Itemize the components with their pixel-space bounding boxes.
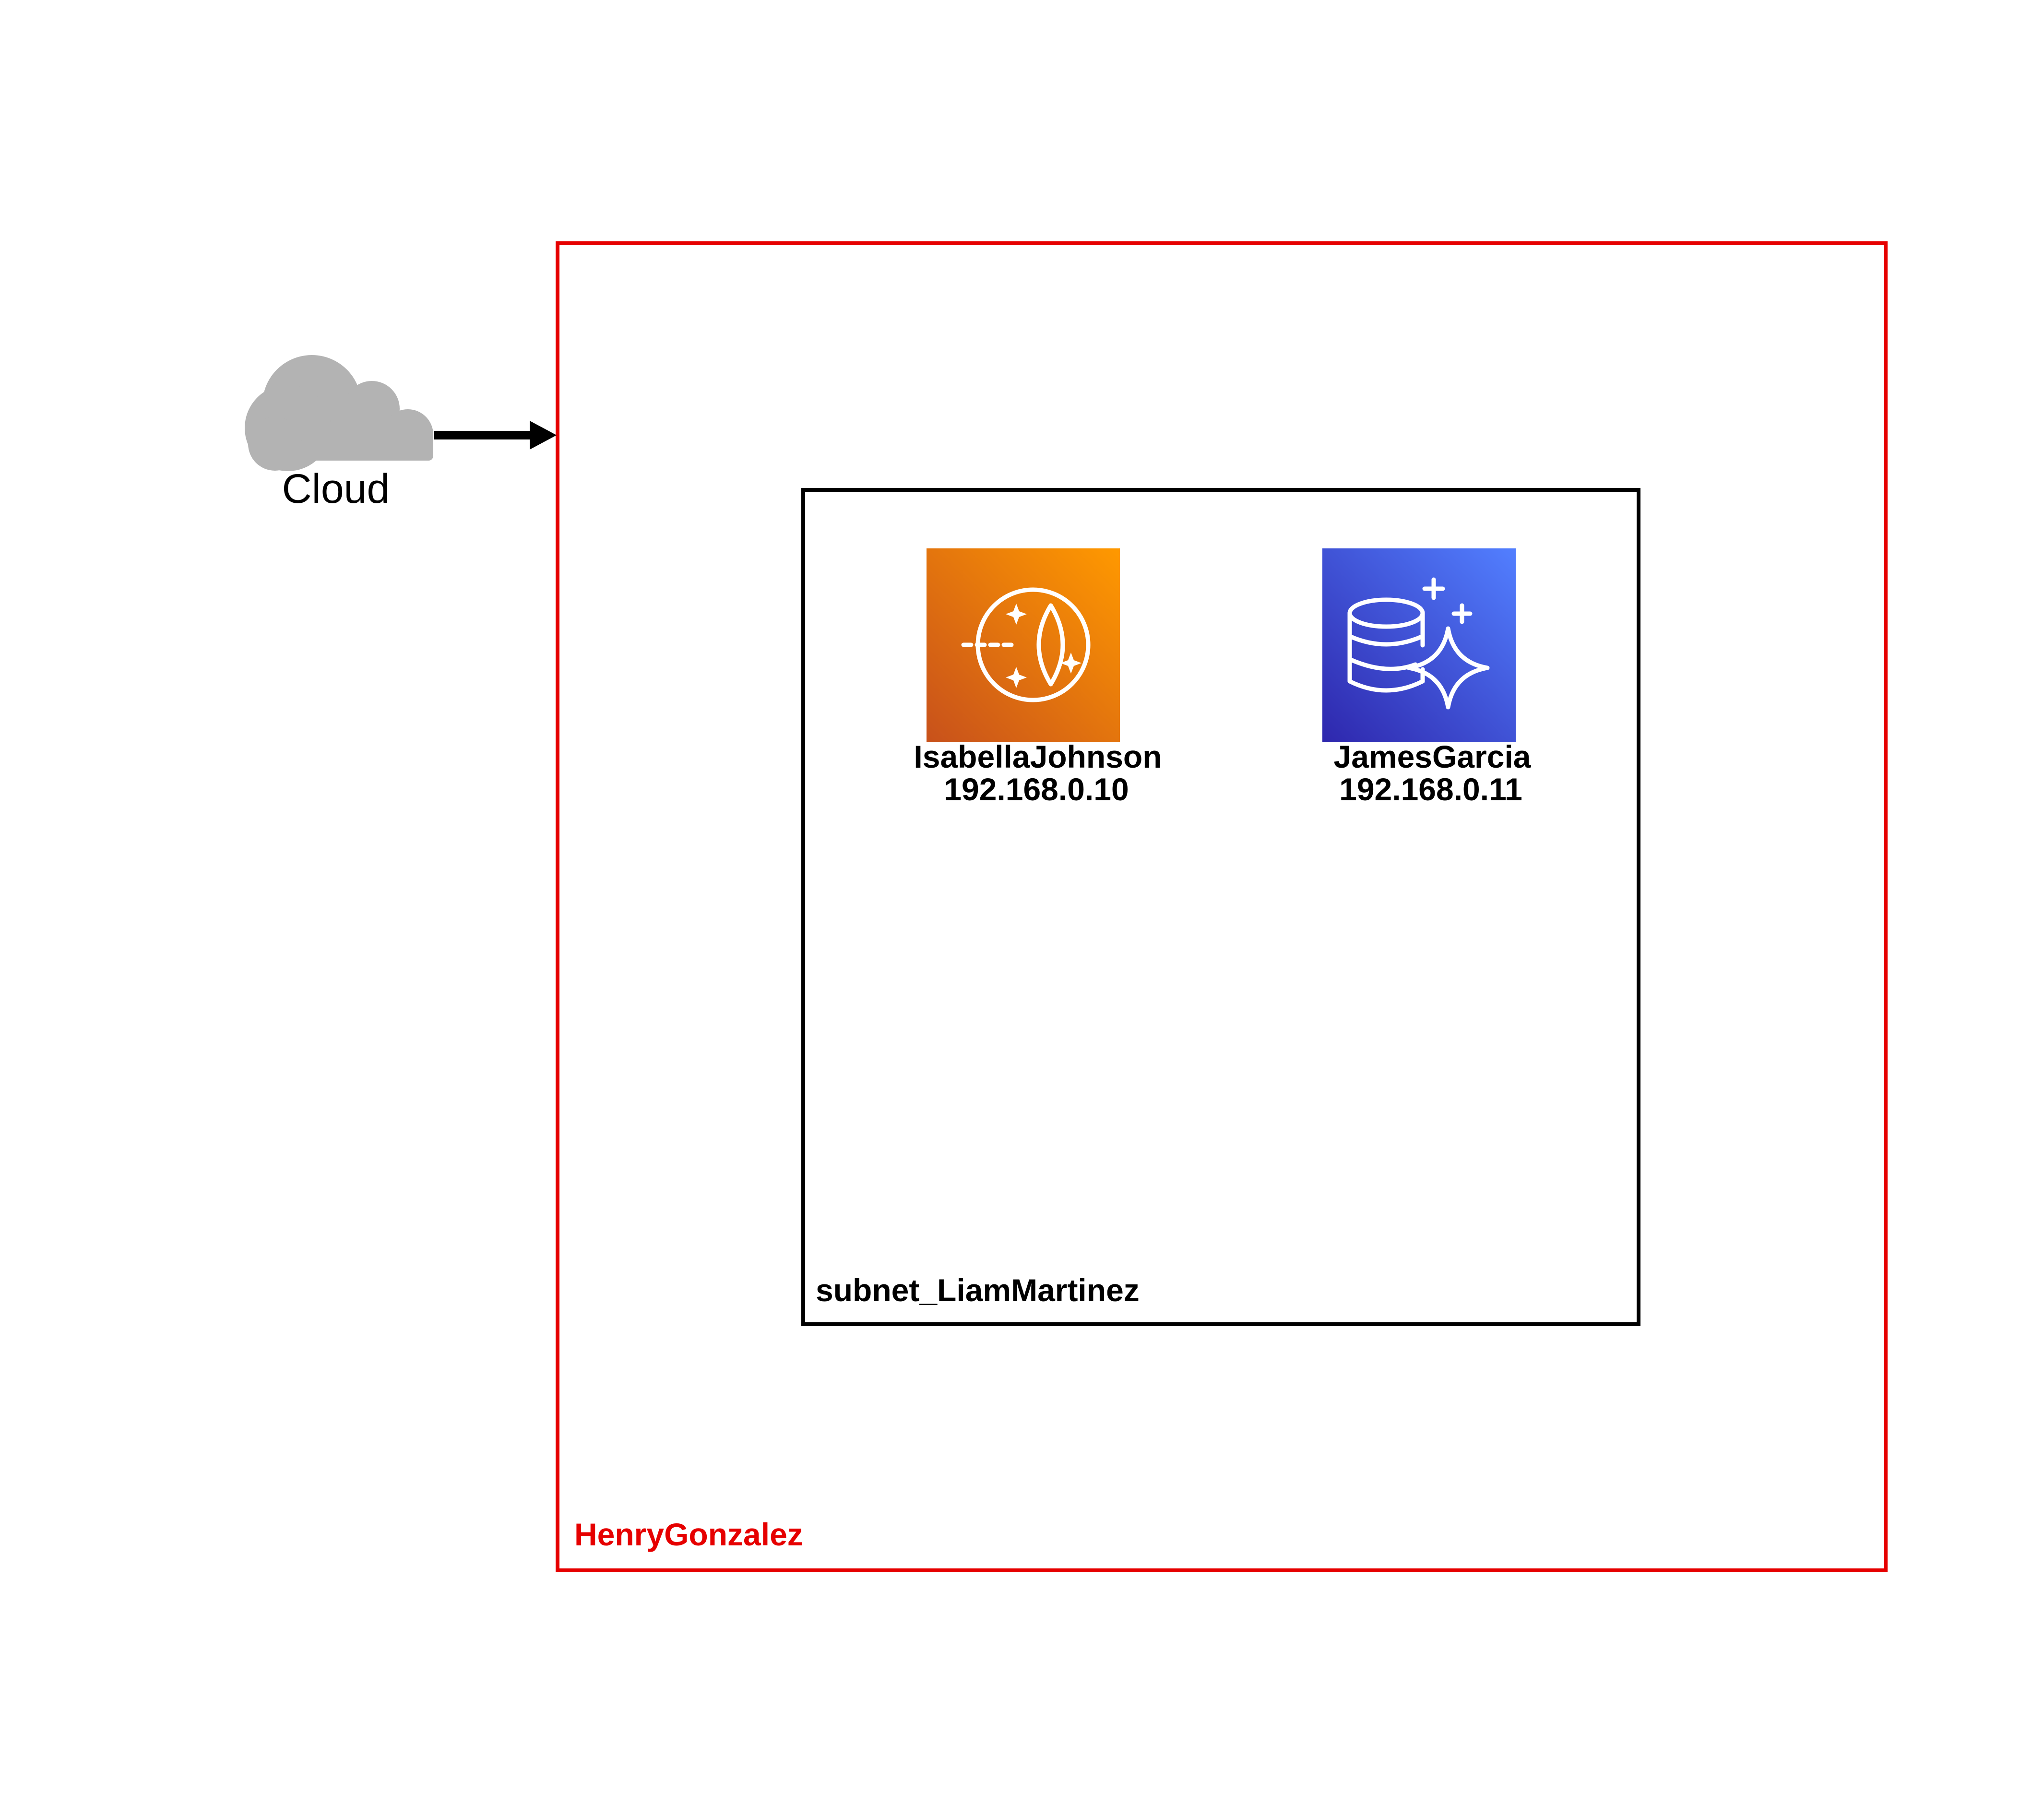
analytics-service-icon — [927, 548, 1120, 742]
subnet-border — [801, 488, 1640, 1326]
cloud-node[interactable]: Cloud — [245, 355, 433, 512]
subnet-container[interactable]: subnet_LiamMartinez — [801, 488, 1640, 1326]
node-ip-label: 192.168.0.11 — [1339, 771, 1522, 807]
vpc-border — [556, 241, 1888, 1572]
node-name-label: IsabellaJohnson — [914, 739, 1162, 774]
subnet-label: subnet_LiamMartinez — [816, 1272, 1140, 1308]
cloud-icon — [245, 355, 433, 471]
vpc-container[interactable]: HenryGonzalez — [556, 241, 1888, 1572]
cloud-label: Cloud — [282, 466, 390, 512]
node-jamesgarcia[interactable]: JamesGarcia 192.168.0.11 — [1322, 548, 1532, 807]
node-isabellajohnson[interactable]: IsabellaJohnson 192.168.0.10 — [914, 548, 1162, 807]
edge-cloud-to-vpc — [434, 421, 557, 450]
node-ip-label: 192.168.0.10 — [944, 771, 1129, 807]
node-name-label: JamesGarcia — [1334, 739, 1532, 774]
vpc-label: HenryGonzalez — [574, 1517, 803, 1552]
database-service-icon — [1322, 548, 1516, 742]
